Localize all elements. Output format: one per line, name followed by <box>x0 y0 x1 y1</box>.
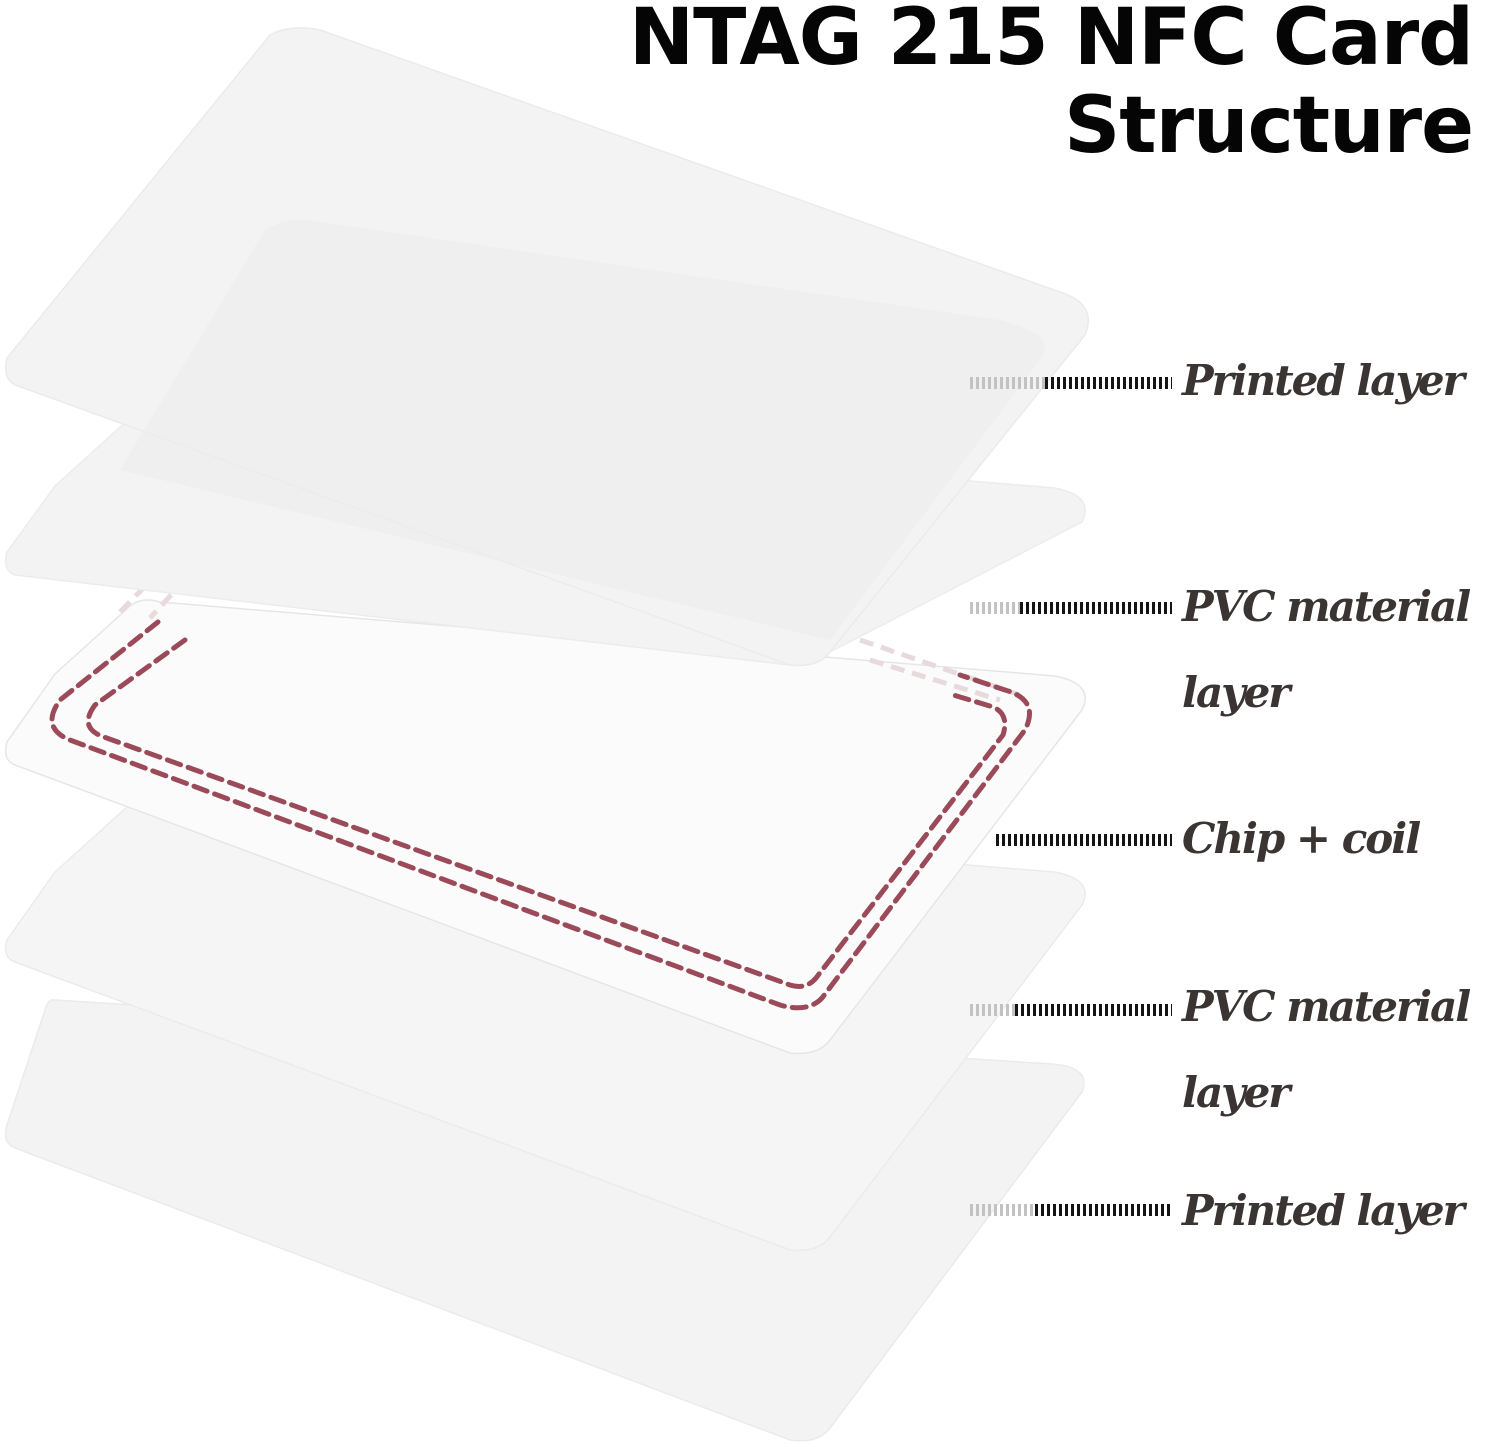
label-chip-coil: Chip + coil <box>1182 796 1421 882</box>
label-printed-layer-top: Printed layer <box>1182 338 1465 424</box>
card-chip-coil-layer <box>4 599 1086 1055</box>
card-printed-layer-top-sheen <box>120 219 1045 641</box>
diagram-title-line-2: Structure <box>1064 81 1474 171</box>
diagram-title-line-1: NTAG 215 NFC Card <box>628 0 1474 83</box>
label-pvc-material-layer-top: PVC material layer <box>1182 564 1471 736</box>
label-pvc-material-layer-top-line-2: layer <box>1182 668 1290 717</box>
label-pvc-material-layer-bottom-line-2: layer <box>1182 1068 1290 1117</box>
diagram-title: NTAG 215 NFC Card Structure <box>533 0 1474 171</box>
antenna-coil-outer <box>49 619 1032 1011</box>
label-pvc-material-layer-top-line-1: PVC material <box>1182 582 1471 631</box>
label-printed-layer-top-text: Printed layer <box>1182 356 1465 405</box>
label-pvc-material-layer-bottom: PVC material layer <box>1182 964 1471 1136</box>
antenna-coil-inner <box>85 637 1008 989</box>
label-printed-layer-bottom-text: Printed layer <box>1182 1186 1465 1235</box>
label-printed-layer-bottom: Printed layer <box>1182 1168 1465 1254</box>
label-chip-coil-text: Chip + coil <box>1182 814 1421 863</box>
label-pvc-material-layer-bottom-line-1: PVC material <box>1182 982 1471 1031</box>
